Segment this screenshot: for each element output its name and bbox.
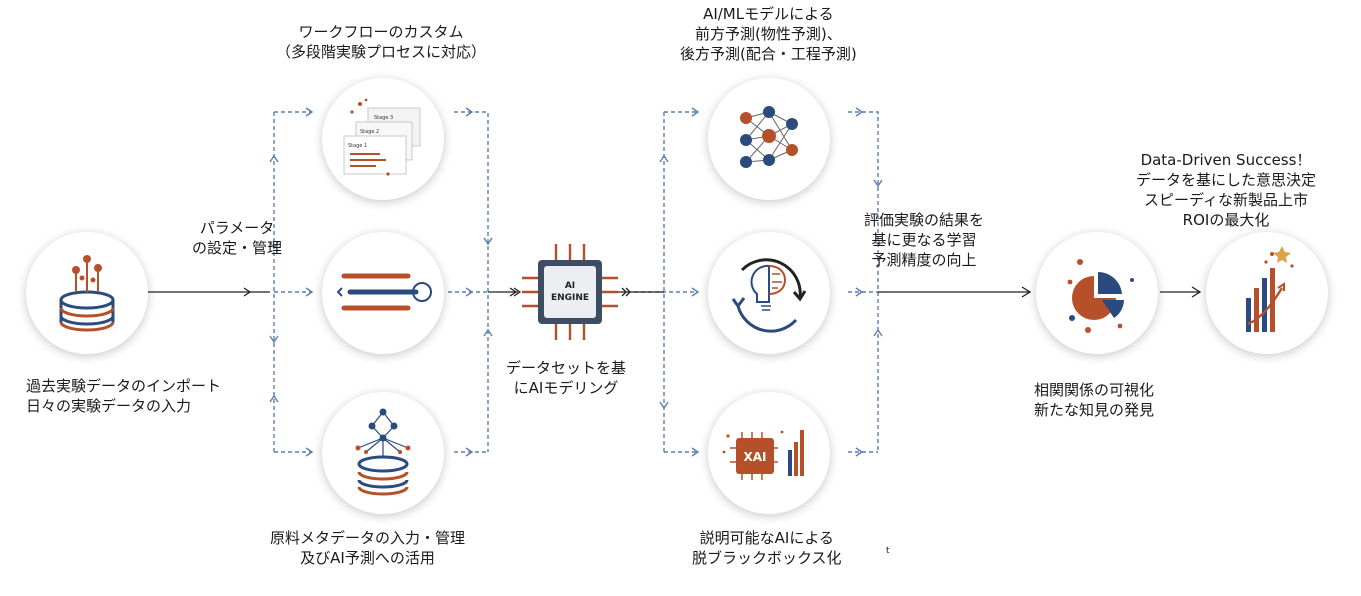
pie-chart-icon [1067, 259, 1134, 333]
material-label: 原料メタデータの入力・管理及びAI予測への活用 [270, 529, 466, 567]
feedback-label: 評価実験の結果を基に更なる学習予測精度の向上 [864, 211, 985, 269]
brain-cycle-icon [731, 258, 807, 333]
learning-circle [708, 232, 830, 354]
success-circle [1206, 232, 1328, 354]
aiml-label: AI/MLモデルによる前方予測(物性予測)、後方予測(配合・工程予測) [680, 5, 857, 63]
params-label: パラメータの設定・管理 [192, 219, 283, 257]
stage-3-label: Stage 3 [374, 115, 393, 121]
import-label: 過去実験データのインポート日々の実験データの入力 [26, 377, 222, 415]
merge-left-vertical [454, 111, 489, 452]
xai-circle: XAI [708, 392, 830, 514]
stages-icon: Stage 3 Stage 2 Stage 1 [343, 98, 421, 176]
visualize-circle [1036, 232, 1158, 354]
xai-label-text: 説明可能なAIによる脱ブラックボックス化 [692, 529, 842, 567]
workflow-circle: Stage 3 Stage 2 Stage 1 [322, 78, 444, 200]
material-circle [322, 392, 444, 514]
stray-mark: t [886, 546, 890, 556]
sliders-icon [336, 273, 432, 311]
xai-label: XAI [743, 450, 766, 464]
model-circle [708, 78, 830, 200]
ai-engine-chip: AI ENGINE [522, 244, 618, 340]
neural-network-icon [740, 106, 798, 168]
engine-label-engine: ENGINE [551, 293, 589, 303]
xai-icon: XAI [722, 430, 804, 480]
workflow-label: ワークフローのカスタム（多段階実験プロセスに対応） [276, 23, 487, 61]
import-circle [26, 232, 148, 354]
success-label: Data-Driven Success！データを基にした意思決定スピーディな新製… [1136, 151, 1317, 229]
visualize-label: 相関関係の可視化新たな知見の発見 [1034, 381, 1155, 419]
dataset-label: データセットを基にAIモデリング [506, 359, 627, 397]
stage-1-label: Stage 1 [348, 143, 367, 149]
parameter-circle [322, 232, 444, 354]
stage-2-label: Stage 2 [360, 129, 379, 135]
database-icon [59, 255, 115, 332]
merge-right-vertical [848, 111, 879, 452]
growth-chart-icon [1246, 246, 1294, 332]
network-database-icon [355, 408, 411, 496]
engine-label-ai: AI [565, 281, 575, 291]
